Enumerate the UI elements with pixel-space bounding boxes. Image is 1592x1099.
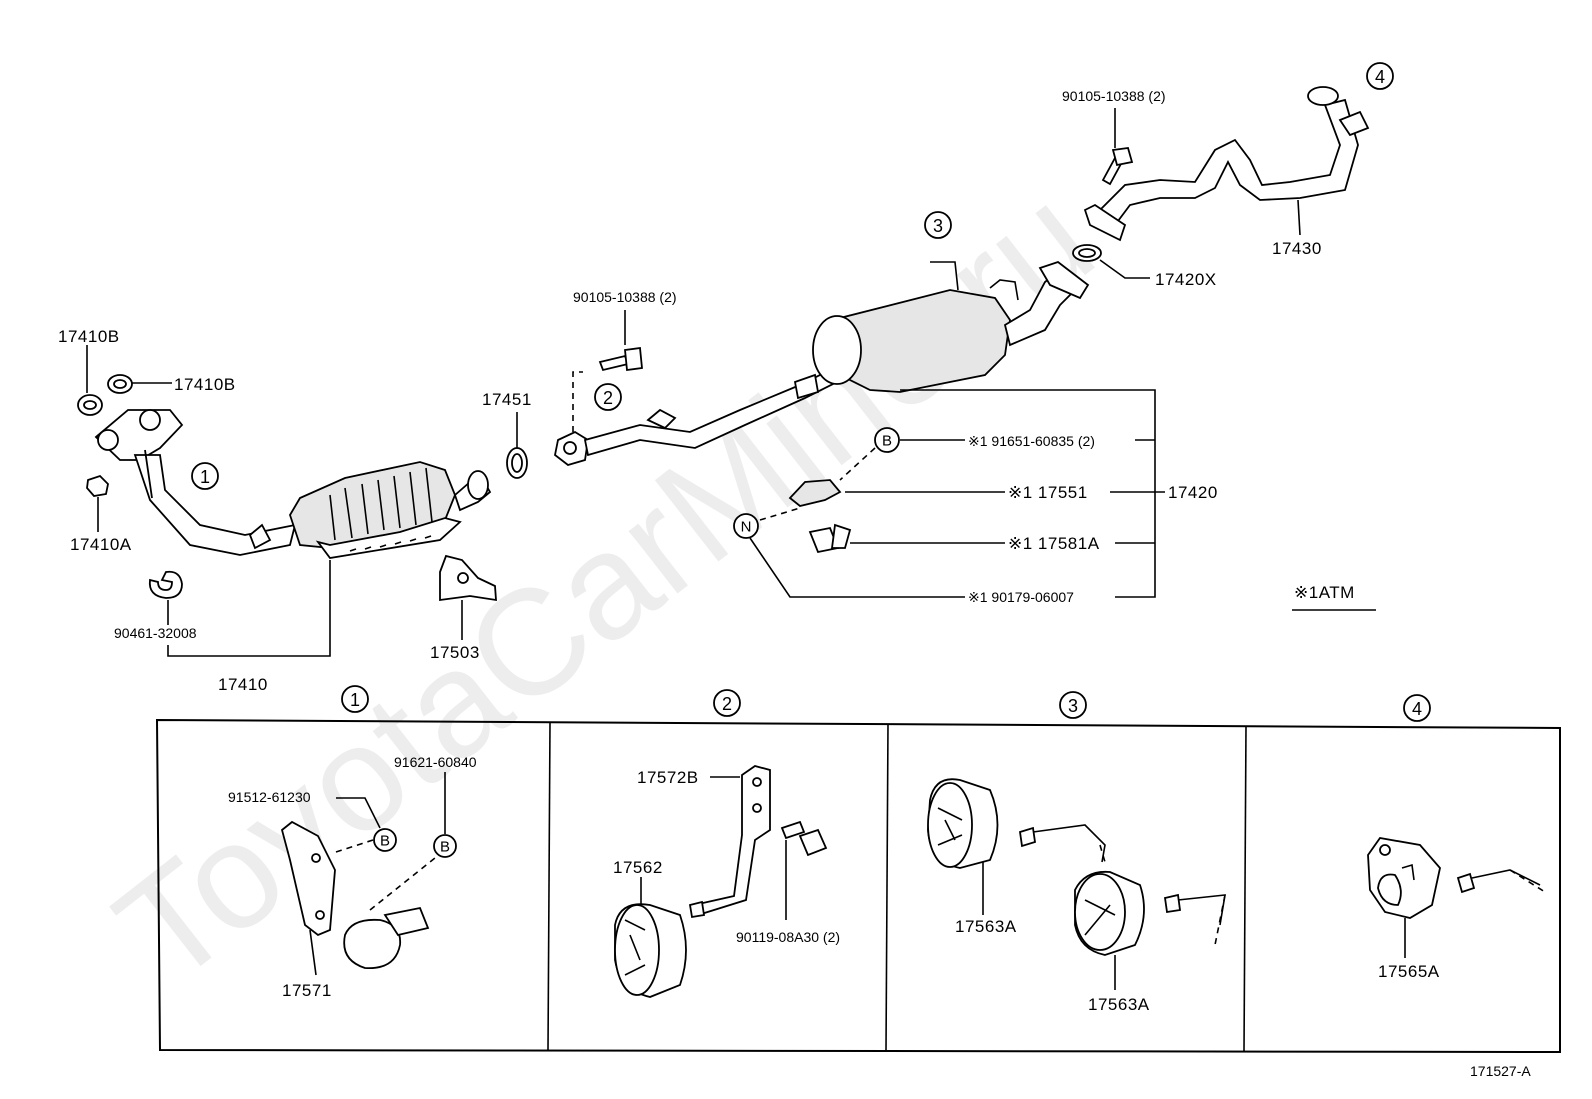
label-91621-60840: 91621-60840 [394,754,477,770]
svg-text:3: 3 [933,216,943,236]
panel-4-parts [1367,837,1546,958]
bolt-90105-mid [598,354,630,372]
label-17430: 17430 [1272,239,1322,258]
label-17571: 17571 [282,981,332,1000]
label-17410b-b: 17410B [174,375,236,394]
label-17551: ※1 17551 [1008,483,1088,502]
center-pipe-muffler-assembly [554,260,1090,466]
label-17563a-b: 17563A [1088,995,1150,1014]
tail-pipe-17430 [1083,86,1370,242]
callout-2 [594,383,622,411]
label-17563a-a: 17563A [955,917,1017,936]
svg-text:4: 4 [1375,67,1385,87]
svg-text:1: 1 [350,690,360,710]
panel-2-parts [614,765,828,998]
panel-1-parts: B B [280,772,457,976]
label-17562: 17562 [613,858,663,877]
svg-text:1: 1 [200,467,210,487]
diagram-code: 171527-A [1470,1063,1531,1079]
svg-text:4: 4 [1412,699,1422,719]
panel-1-callout [341,685,369,713]
label-17581a: ※1 17581A [1008,534,1100,553]
svg-text:N: N [741,519,752,536]
label-17565a: 17565A [1378,962,1440,981]
front-pipe-assembly [94,409,492,559]
atm-note: ※1ATM [1294,583,1355,602]
panel-2-callout [713,689,741,717]
damper-17551 [788,479,842,507]
svg-text:B: B [440,839,450,856]
nut-17410a [86,474,109,497]
label-17410: 17410 [218,675,268,694]
callout-1 [191,462,219,490]
svg-text:B: B [882,433,892,450]
panel-3-callout [1059,691,1087,719]
label-17410b-a: 17410B [58,327,120,346]
label-17410a: 17410A [70,535,132,554]
svg-text:2: 2 [722,694,732,714]
watermark: ToyotaCarMine.ru [86,154,1122,1015]
label-90461-32008: 90461-32008 [114,625,197,641]
callout-b-main [874,427,900,453]
label-17451: 17451 [482,390,532,409]
callout-4 [1366,62,1394,90]
label-17420: 17420 [1168,483,1218,502]
label-90119-08a30: 90119-08A30 (2) [736,929,840,945]
label-17503: 17503 [430,643,480,662]
panel-4-callout [1403,694,1431,722]
detail-panels-frame [155,718,1561,1054]
svg-text:B: B [380,833,390,850]
label-91512-61230: 91512-61230 [228,789,311,805]
clamp-90461 [148,570,183,599]
callout-3 [924,211,952,239]
panel-3-parts [927,778,1226,990]
label-17420x: 17420X [1155,270,1217,289]
label-91651-60835: ※1 91651-60835 (2) [968,433,1095,449]
svg-text:2: 2 [603,388,613,408]
callout-n [733,513,759,539]
label-90105-mid: 90105-10388 (2) [573,289,677,305]
label-90105-top: 90105-10388 (2) [1062,88,1166,104]
label-17572b: 17572B [637,768,699,787]
svg-text:3: 3 [1068,696,1078,716]
label-90179-06007: ※1 90179-06007 [968,589,1074,605]
